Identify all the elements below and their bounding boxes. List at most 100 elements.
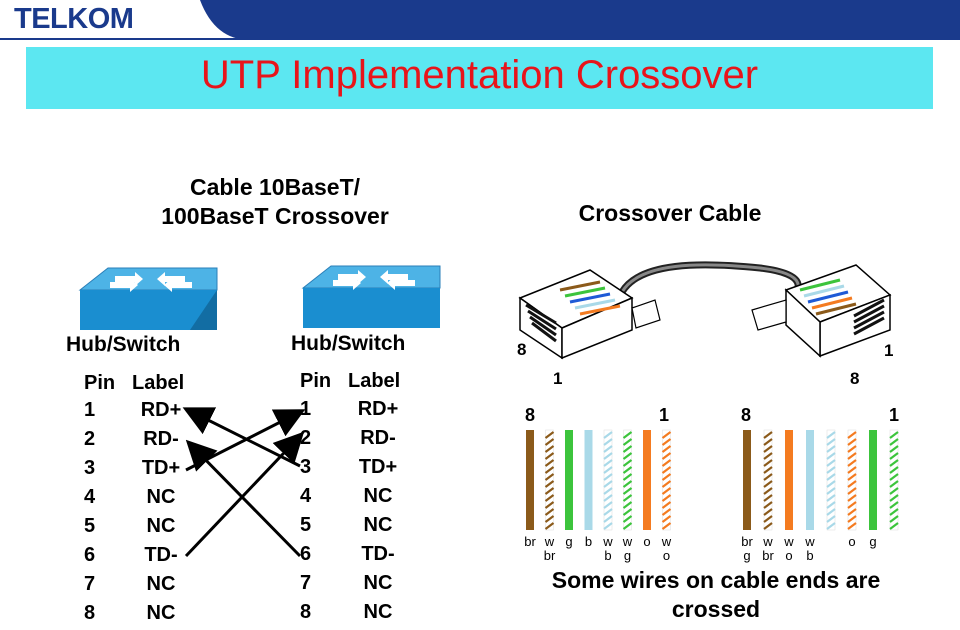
right-table-pin-6: 6 <box>300 543 312 565</box>
hub-switch-right-label: Hub/Switch <box>291 332 406 355</box>
right-end-wire-label-bottom: b <box>806 548 813 563</box>
right-table-pin-5: 5 <box>300 514 312 536</box>
left-end-wire-label-bottom: br <box>544 548 556 563</box>
left-table-label-1: RD+ <box>140 399 182 421</box>
left-label-header: Label <box>132 372 185 394</box>
left-end-wire-label-top: w <box>544 534 555 549</box>
plug-left-pin-high: 8 <box>517 340 527 359</box>
left-end-wire-8: br <box>524 430 536 549</box>
left-table-label-4: NC <box>146 486 176 508</box>
crossover-lines <box>182 407 306 558</box>
left-table-label-2: RD- <box>143 428 179 450</box>
header-bar: TELKOM <box>0 0 960 40</box>
left-end-wire-label-bottom: o <box>663 548 670 563</box>
left-table-pin-6: 6 <box>84 544 96 566</box>
left-table-label-7: NC <box>146 573 176 595</box>
right-end-wire-7: wbr <box>762 429 774 563</box>
right-end-wire-label-bottom: br <box>762 548 774 563</box>
left-end-wire-6: g <box>565 430 573 549</box>
right-table-pin-8: 8 <box>300 601 312 623</box>
right-end-wire-3: o <box>847 429 857 549</box>
left-table-pin-5: 5 <box>84 515 96 537</box>
right-table-pin-4: 4 <box>300 485 312 507</box>
left-end-wire-label-bottom: b <box>604 548 611 563</box>
left-pin-header: Pin <box>84 372 116 394</box>
left-end-wire-4: wb <box>602 429 613 563</box>
right-table-label-3: TD+ <box>358 456 398 478</box>
link-right3-to-left1 <box>182 407 301 468</box>
left-table-label-3: TD+ <box>141 457 181 479</box>
right-table-label-7: NC <box>363 572 393 594</box>
left-end-wire-label-top: w <box>661 534 672 549</box>
left-end-wire-label-top: b <box>585 534 592 549</box>
right-table-pin-1: 1 <box>300 398 312 420</box>
note-line1: Some wires on cable ends are <box>551 567 881 593</box>
right-end-pin-low: 1 <box>889 405 900 425</box>
right-end-wire-label-top: g <box>869 534 876 549</box>
right-table-pin-3: 3 <box>300 456 312 478</box>
plug-left-pin-low: 1 <box>553 369 563 388</box>
left-heading-line1: Cable 10BaseT/ <box>189 174 361 200</box>
right-end-wire-5: wb <box>804 430 815 563</box>
right-end-wire-4 <box>826 429 836 531</box>
right-table-label-4: NC <box>363 485 393 507</box>
rj45-plug-right <box>751 264 892 358</box>
left-table-label-5: NC <box>146 515 176 537</box>
link-left3-to-right1 <box>185 409 306 472</box>
left-table-pin-7: 7 <box>84 573 96 595</box>
right-end-wire-label-top: w <box>783 534 794 549</box>
left-table-pin-3: 3 <box>84 457 96 479</box>
crossed-wires-note: Some wires on cable ends are crossed <box>506 566 926 624</box>
left-heading: Cable 10BaseT/ 100BaseT Crossover <box>120 173 430 231</box>
right-table-pin-2: 2 <box>300 427 312 449</box>
left-table-pin-4: 4 <box>84 486 96 508</box>
left-table-label-6: TD- <box>144 544 178 566</box>
left-end-wire-label-top: o <box>643 534 650 549</box>
right-end-wire-6: wo <box>783 430 794 563</box>
left-end-wire-label-top: w <box>622 534 633 549</box>
rj45-plug-left <box>518 269 661 360</box>
plug-right-pin-low: 1 <box>884 341 894 360</box>
left-table-pin-1: 1 <box>84 399 96 421</box>
right-table-label-2: RD- <box>360 427 396 449</box>
hub-switch-left-label: Hub/Switch <box>66 333 181 356</box>
page-title: UTP Implementation Crossover <box>200 53 759 97</box>
left-end-wire-label-top: g <box>565 534 572 549</box>
left-end-wire-7: wbr <box>544 429 556 563</box>
right-end-wire-label-top: o <box>848 534 855 549</box>
hub-switch-icon <box>78 267 218 330</box>
telkom-logo: TELKOM <box>14 3 134 35</box>
left-table-pin-8: 8 <box>84 602 96 624</box>
left-end-wire-1: wo <box>661 429 672 563</box>
left-end-wire-label-top: w <box>602 534 613 549</box>
right-end-wire-label-top: w <box>804 534 815 549</box>
plug-right-pin-high: 8 <box>850 369 860 388</box>
right-end-wire-label-top: w <box>762 534 773 549</box>
crossover-cable-illustration <box>518 261 892 360</box>
note-line2: crossed <box>671 596 761 622</box>
left-end-wire-5: b <box>584 430 593 549</box>
right-end-wire-1 <box>889 429 899 531</box>
right-label-header: Label <box>348 370 401 392</box>
right-table-label-6: TD- <box>361 543 395 565</box>
right-table-label-8: NC <box>363 601 393 623</box>
left-end-pin-low: 1 <box>659 405 670 425</box>
left-table-pin-2: 2 <box>84 428 96 450</box>
right-table-pin-7: 7 <box>300 572 312 594</box>
right-end-wire-label-bottom: g <box>743 548 750 563</box>
right-end-wire-8: brg <box>741 430 753 563</box>
link-right6-to-left2 <box>185 439 302 558</box>
right-table-label-1: RD+ <box>357 398 399 420</box>
right-heading: Crossover Cable <box>578 200 762 226</box>
left-end-wire-label-bottom: g <box>624 548 631 563</box>
right-end-pin-high: 8 <box>741 405 752 425</box>
right-pin-header: Pin <box>300 370 332 392</box>
right-table-label-5: NC <box>363 514 393 536</box>
left-end-wire-3: wg <box>622 429 633 563</box>
left-table-label-8: NC <box>146 602 176 624</box>
right-end-wire-label-bottom: o <box>785 548 792 563</box>
left-end-wire-label-top: br <box>524 534 536 549</box>
